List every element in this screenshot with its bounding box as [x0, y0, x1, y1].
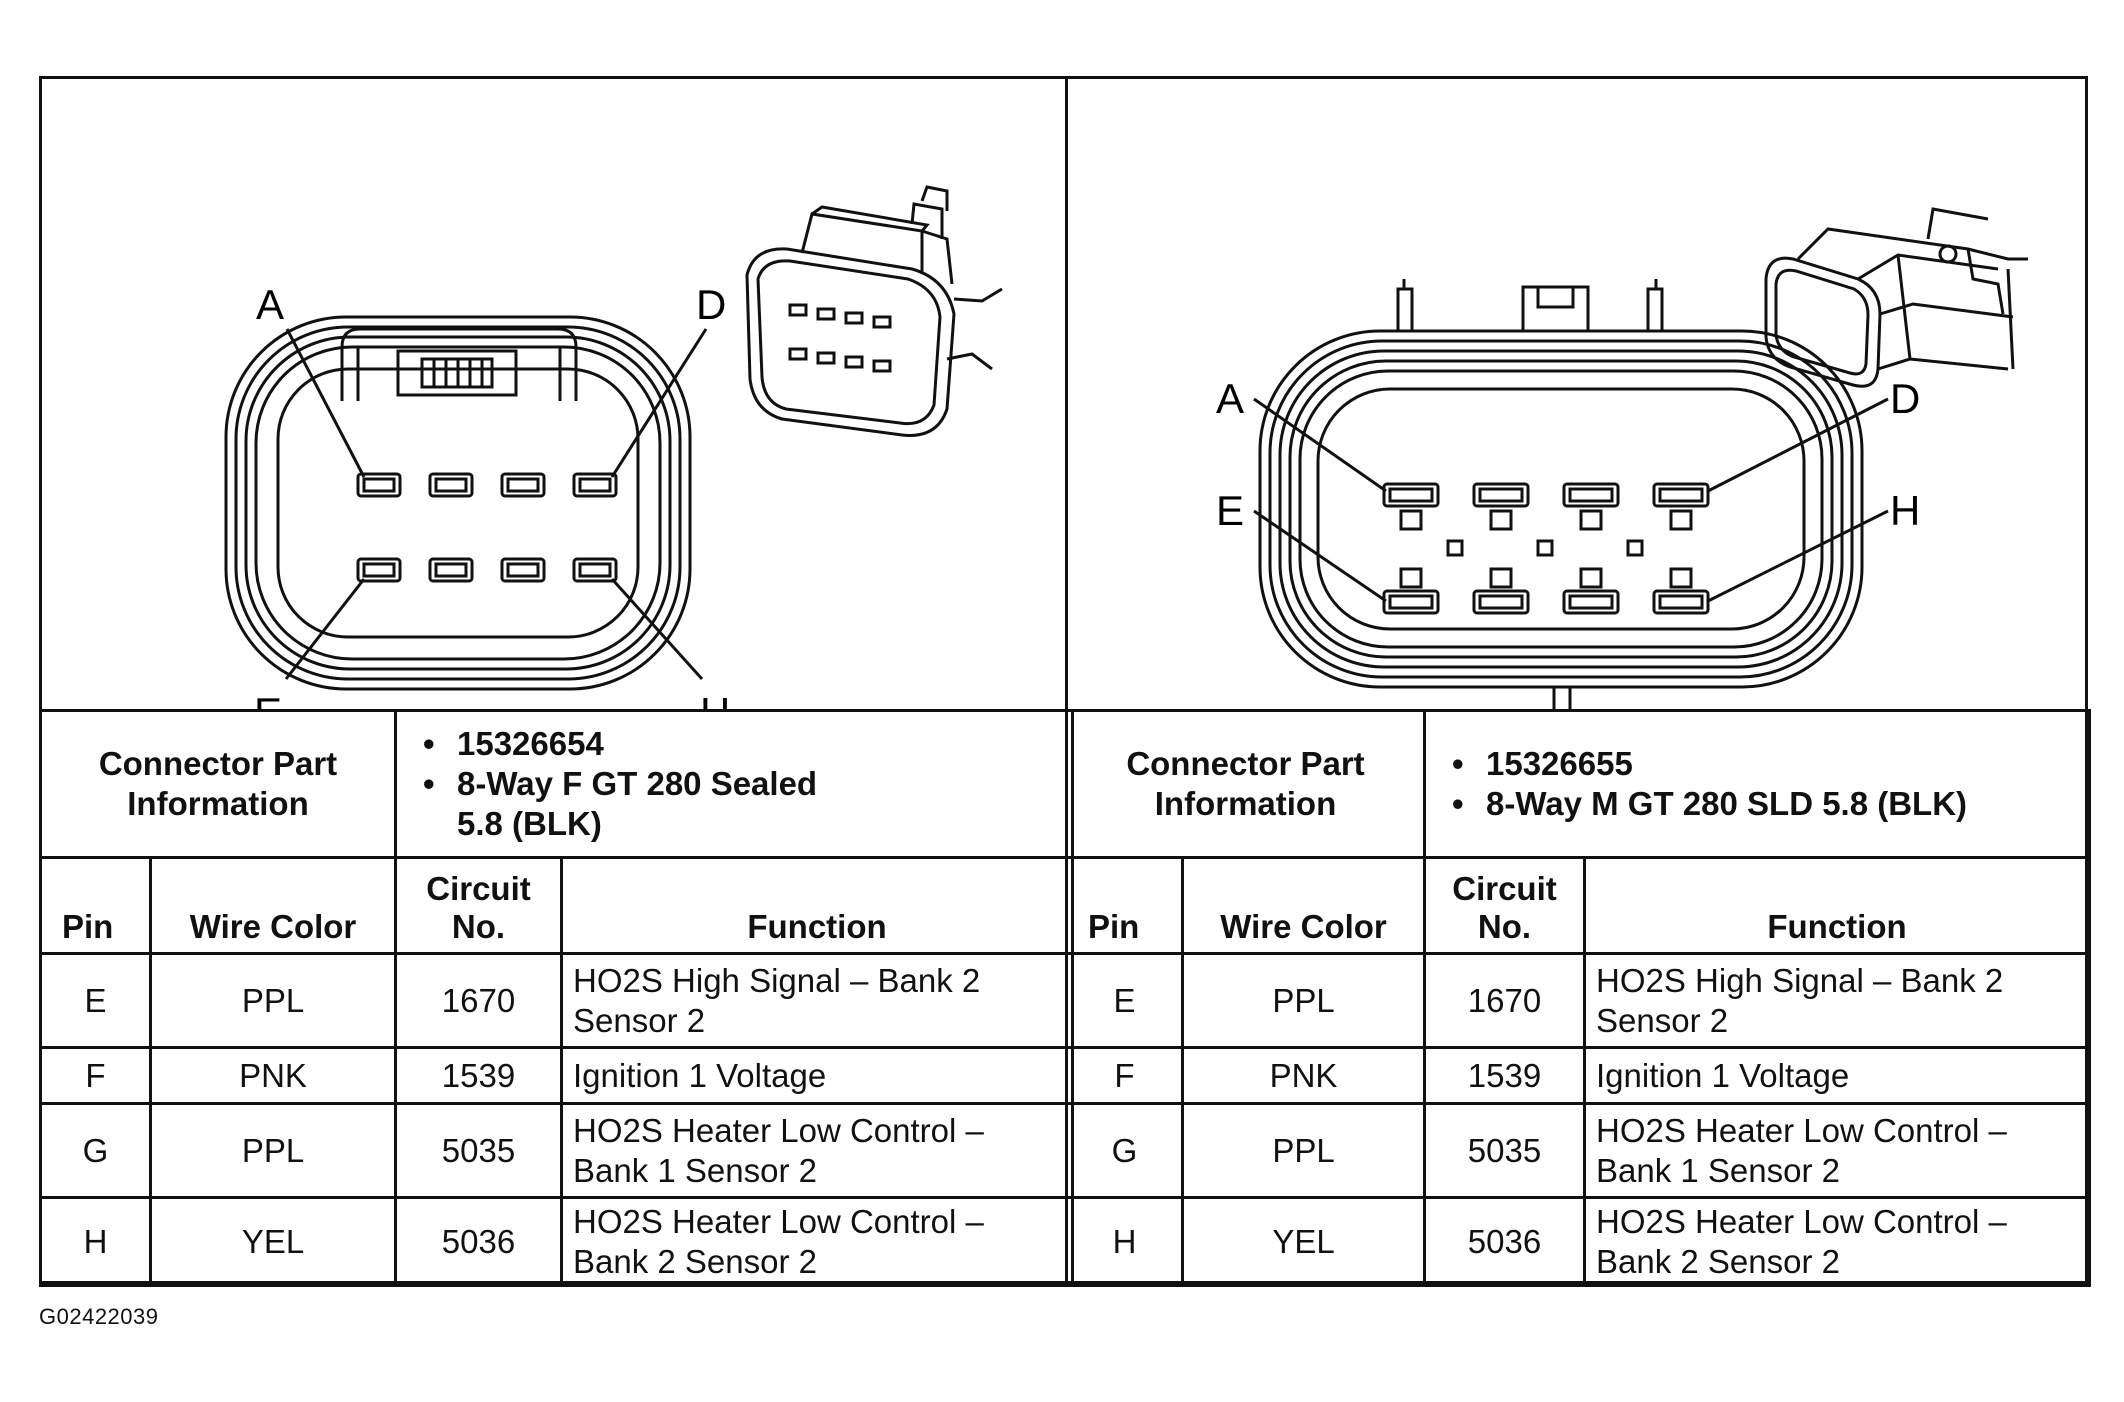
- pin-cell: E: [1065, 952, 1184, 1049]
- circuit-cell: 5036: [1423, 1196, 1586, 1287]
- connector-diagram-frame: A D E H: [39, 76, 2091, 1287]
- wire-color-cell: PNK: [1181, 1046, 1426, 1105]
- male-connector-drawing-panel: A D E H: [1068, 79, 2085, 709]
- part-number: 15326655: [1452, 744, 2078, 784]
- part-number: 15326654: [423, 724, 1061, 764]
- table-row: H YEL 5036 HO2S Heater Low Control –Bank…: [1065, 1196, 2091, 1287]
- wire-color-cell: YEL: [1181, 1196, 1426, 1287]
- female-connector-drawing-panel: A D E H: [42, 79, 1068, 709]
- circuit-cell: 5035: [1423, 1102, 1586, 1199]
- function-cell: HO2S Heater Low Control –Bank 1 Sensor 2: [1583, 1102, 2091, 1199]
- pin-h-label: H: [1890, 487, 1920, 534]
- pin-cell: H: [1065, 1196, 1184, 1287]
- connector-part-info-label: Connector Part Information: [39, 709, 397, 859]
- wire-color-cell: PPL: [1181, 952, 1426, 1049]
- figure-id: G02422039: [39, 1304, 159, 1329]
- function-cell: HO2S Heater Low Control –Bank 1 Sensor 2: [560, 1102, 1074, 1199]
- pin-a-label: A: [256, 281, 284, 328]
- connector-part-info-label: Connector Part Information: [1065, 709, 1426, 859]
- header-pin: Pin: [39, 856, 152, 955]
- header-function: Function: [560, 856, 1074, 955]
- part-description: 8-Way M GT 280 SLD 5.8 (BLK): [1452, 784, 2078, 824]
- header-pin: Pin: [1065, 856, 1184, 955]
- header-wire-color: Wire Color: [149, 856, 397, 955]
- pin-e-label: E: [254, 689, 282, 709]
- pin-h-label: H: [700, 689, 730, 709]
- connector-part-info-values: 15326655 8-Way M GT 280 SLD 5.8 (BLK): [1423, 709, 2091, 859]
- pin-cell: F: [39, 1046, 152, 1105]
- pin-a-label: A: [1216, 375, 1244, 422]
- table-row: F PNK 1539 Ignition 1 Voltage: [1065, 1046, 2091, 1105]
- male-connector-pinout-table: Connector Part Information 15326655 8-Wa…: [1065, 709, 2091, 1287]
- circuit-cell: 1670: [1423, 952, 1586, 1049]
- table-row: H YEL 5036 HO2S Heater Low Control –Bank…: [39, 1196, 1074, 1287]
- wire-color-cell: PPL: [149, 952, 397, 1049]
- header-function: Function: [1583, 856, 2091, 955]
- male-connector-isometric-icon: [1764, 207, 2028, 388]
- wire-color-cell: PNK: [149, 1046, 397, 1105]
- circuit-cell: 5036: [394, 1196, 563, 1287]
- table-row: G PPL 5035 HO2S Heater Low Control –Bank…: [1065, 1102, 2091, 1199]
- pin-d-label: D: [696, 281, 726, 328]
- table-row: G PPL 5035 HO2S Heater Low Control –Bank…: [39, 1102, 1074, 1199]
- pin-e-label: E: [1216, 487, 1244, 534]
- circuit-cell: 5035: [394, 1102, 563, 1199]
- pin-cell: G: [39, 1102, 152, 1199]
- wire-color-cell: PPL: [1181, 1102, 1426, 1199]
- pin-cell: H: [39, 1196, 152, 1287]
- pin-cell: E: [39, 952, 152, 1049]
- female-connector-pinout-table: Connector Part Information 15326654 8-Wa…: [39, 709, 1074, 1287]
- header-wire-color: Wire Color: [1181, 856, 1426, 955]
- female-connector-face-drawing: A D E H: [224, 185, 1003, 709]
- circuit-cell: 1539: [1423, 1046, 1586, 1105]
- function-cell: HO2S Heater Low Control –Bank 2 Sensor 2: [560, 1196, 1074, 1287]
- wire-color-cell: PPL: [149, 1102, 397, 1199]
- pin-cell: G: [1065, 1102, 1184, 1199]
- function-cell: Ignition 1 Voltage: [560, 1046, 1074, 1105]
- circuit-cell: 1670: [394, 952, 563, 1049]
- wire-color-cell: YEL: [149, 1196, 397, 1287]
- female-connector-isometric-icon: [745, 185, 1003, 437]
- table-row: F PNK 1539 Ignition 1 Voltage: [39, 1046, 1074, 1105]
- pin-d-label: D: [1890, 375, 1920, 422]
- function-cell: HO2S Heater Low Control –Bank 2 Sensor 2: [1583, 1196, 2091, 1287]
- pin-cell: F: [1065, 1046, 1184, 1105]
- function-cell: Ignition 1 Voltage: [1583, 1046, 2091, 1105]
- male-connector-face-drawing: A D E H: [1216, 207, 2028, 709]
- circuit-cell: 1539: [394, 1046, 563, 1105]
